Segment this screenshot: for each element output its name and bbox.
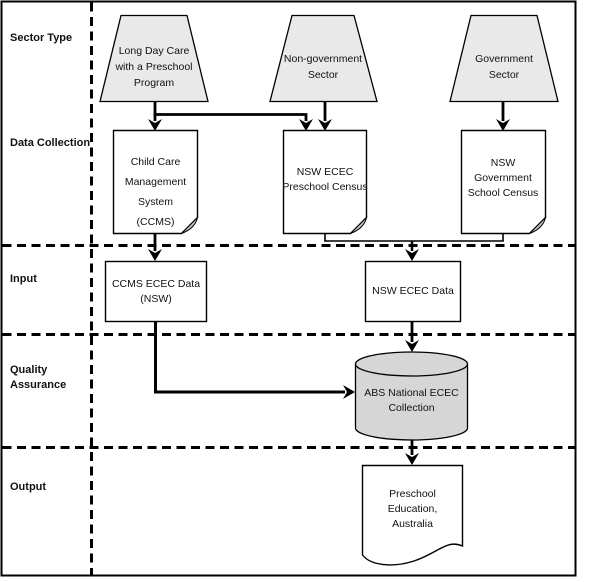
fold-corner-school-census-doc <box>529 215 547 234</box>
row-label-data-collection: Data Collection <box>10 137 91 149</box>
rectangle-nsw-ecec-data <box>364 260 462 323</box>
document-preschool-census-label: NSW ECEC Preschool Census <box>282 166 368 193</box>
trapezoid-long-day-care <box>99 14 209 103</box>
trapezoid-non-government-label: Non-government Sector <box>283 53 363 81</box>
arrowhead-into-output-doc <box>405 453 419 465</box>
trapezoid-government-label: Government Sector <box>475 53 533 81</box>
outer-border <box>0 0 577 577</box>
fold-corner-ccms-doc <box>181 215 199 234</box>
trapezoid-long-day-care-label: Long Day Care with a Preschool Program <box>115 45 193 89</box>
fold-corner-preschool-census-doc <box>350 215 368 234</box>
arrowhead-into-nsw-ecec-data <box>405 249 419 261</box>
document-output-label: Preschool Education, Australia <box>387 488 438 530</box>
trapezoid-non-government-sector <box>269 14 378 103</box>
cylinder-abs-collection-top <box>354 351 469 377</box>
rectangle-nsw-ecec-data-label: NSW ECEC Data <box>372 285 454 297</box>
document-school-census-label: NSW Government School Census <box>467 157 539 199</box>
cylinder-abs-collection-body <box>354 363 469 441</box>
arrowhead-branch-into-census-doc <box>299 119 313 131</box>
trapezoid-government-sector <box>449 14 559 103</box>
arrowhead-nongov-into-census-doc <box>318 119 332 131</box>
arrowhead-into-ccms-data <box>148 249 162 261</box>
connector-ccms-data-to-abs-collection <box>154 321 345 394</box>
arrowhead-into-ccms-doc <box>148 119 162 131</box>
document-ccms-label: Child Care Management System (CCMS) <box>124 156 187 228</box>
document-output-shape <box>361 464 464 566</box>
connector-longdaycare-branch-to-census <box>153 113 308 121</box>
cylinder-abs-collection-label: ABS National ECEC Collection <box>364 387 459 414</box>
row-label-input: Input <box>10 273 37 285</box>
row-label-output: Output <box>10 481 47 493</box>
row-label-sector-type: Sector Type <box>10 32 73 44</box>
arrowhead-into-abs-collection-top <box>405 340 419 352</box>
arrowhead-into-abs-collection-left <box>343 385 355 399</box>
rectangle-ccms-ecec-data <box>104 260 208 323</box>
rectangle-ccms-ecec-data-label: CCMS ECEC Data (NSW) <box>111 278 201 305</box>
row-label-quality-assurance: Quality Assurance <box>10 364 67 391</box>
arrowhead-into-school-census-doc <box>496 119 510 131</box>
